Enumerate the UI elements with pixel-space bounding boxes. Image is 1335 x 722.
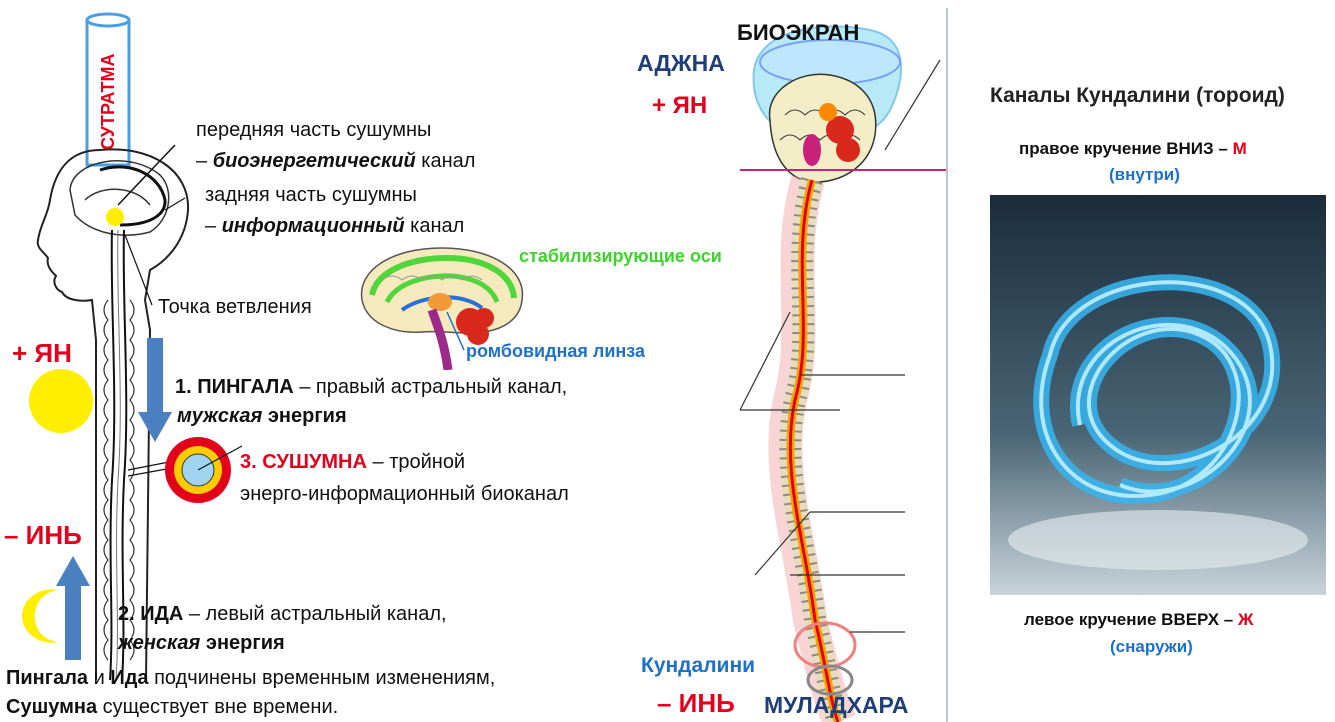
- left-twist-letter: Ж: [1238, 610, 1253, 629]
- pingala-down-arrow-icon: [138, 338, 172, 442]
- torus-knot-image: [990, 195, 1326, 595]
- left-twist-text: левое кручение ВВЕРХ –: [1024, 610, 1238, 629]
- kundalini-label: Кундалини: [641, 654, 755, 678]
- back-tail: канал: [405, 215, 465, 237]
- sutratma-label: СУТРАТМА: [98, 54, 119, 150]
- pingala-energy-italic: мужская: [177, 405, 262, 427]
- back-sushumna-label: задняя часть сушумны: [205, 184, 417, 207]
- rhomboid-lens-label: ромбовидная линза: [466, 341, 645, 362]
- left-yang-label: + ЯН: [12, 338, 72, 369]
- ida-energy-word: энергия: [200, 632, 284, 654]
- footer-line1-tail: подчинены временным изменениям,: [149, 667, 496, 689]
- left-yin-label: – ИНЬ: [4, 520, 82, 551]
- pingala-desc: 1. ПИНГАЛА – правый астральный канал,: [175, 376, 567, 399]
- footer-sushumna: Сушумна: [6, 696, 97, 718]
- footer-and: и: [88, 667, 110, 689]
- middle-yin-label: – ИНЬ: [657, 688, 735, 719]
- footer-ida: Ида: [110, 667, 148, 689]
- footer-pingala: Пингала: [6, 667, 88, 689]
- muladhara-label: МУЛАДХАРА: [764, 692, 908, 719]
- ida-energy: женская энергия: [118, 632, 285, 655]
- branch-point-label: Точка ветвления: [158, 296, 312, 319]
- sushumna-title: 3. СУШУМНА: [240, 451, 367, 473]
- right-twist-text: правое кручение ВНИЗ –: [1019, 139, 1233, 158]
- sushumna-cross-section-icon: [164, 436, 242, 514]
- bioscreen-label: БИОЭКРАН: [737, 20, 859, 46]
- back-sushumna-desc: – информационный канал: [205, 215, 464, 238]
- middle-yang-label: + ЯН: [652, 92, 707, 120]
- pingala-title: 1. ПИНГАЛА: [175, 376, 294, 398]
- front-tail: канал: [416, 150, 476, 172]
- column-divider: [946, 8, 948, 722]
- sushumna-text: – тройной: [367, 451, 465, 473]
- pingala-text: – правый астральный канал,: [294, 376, 568, 398]
- right-twist-letter: М: [1233, 139, 1247, 158]
- spine-chakra-figure: [730, 0, 946, 722]
- ida-energy-italic: женская: [118, 632, 200, 654]
- ida-text: – левый астральный канал,: [183, 603, 446, 625]
- pingala-energy-word: энергия: [262, 405, 346, 427]
- sushumna-desc-line2: энерго-информационный биоканал: [240, 483, 569, 506]
- ida-title: 2. ИДА: [118, 603, 183, 625]
- pingala-energy: мужская энергия: [177, 405, 347, 428]
- front-sushumna-label: передняя часть сушумны: [196, 119, 431, 142]
- front-bold: биоэнергетический: [213, 150, 416, 172]
- back-bold: информационный: [222, 215, 405, 237]
- footer-line1: Пингала и Ида подчинены временным измене…: [6, 667, 495, 690]
- ajna-label: АДЖНА: [637, 50, 725, 77]
- back-dash: –: [205, 215, 222, 237]
- kundalini-channels-title: Каналы Кундалини (тороид): [990, 84, 1285, 108]
- sun-icon: [28, 368, 94, 434]
- ida-up-arrow-icon: [56, 556, 90, 660]
- front-sushumna-desc: – биоэнергетический канал: [196, 150, 475, 173]
- footer-line2: Сушумна существует вне времени.: [6, 696, 338, 719]
- right-twist-label: правое кручение ВНИЗ – М: [1019, 139, 1247, 159]
- sushumna-desc: 3. СУШУМНА – тройной: [240, 451, 465, 474]
- right-twist-sub: (внутри): [1109, 165, 1180, 185]
- footer-line2-tail: существует вне времени.: [97, 696, 338, 718]
- left-twist-label: левое кручение ВВЕРХ – Ж: [1024, 610, 1253, 630]
- ida-desc: 2. ИДА – левый астральный канал,: [118, 603, 447, 626]
- left-twist-sub: (снаружи): [1110, 637, 1193, 657]
- stabilizing-axes-label: стабилизирующие оси: [519, 246, 722, 267]
- front-dash: –: [196, 150, 213, 172]
